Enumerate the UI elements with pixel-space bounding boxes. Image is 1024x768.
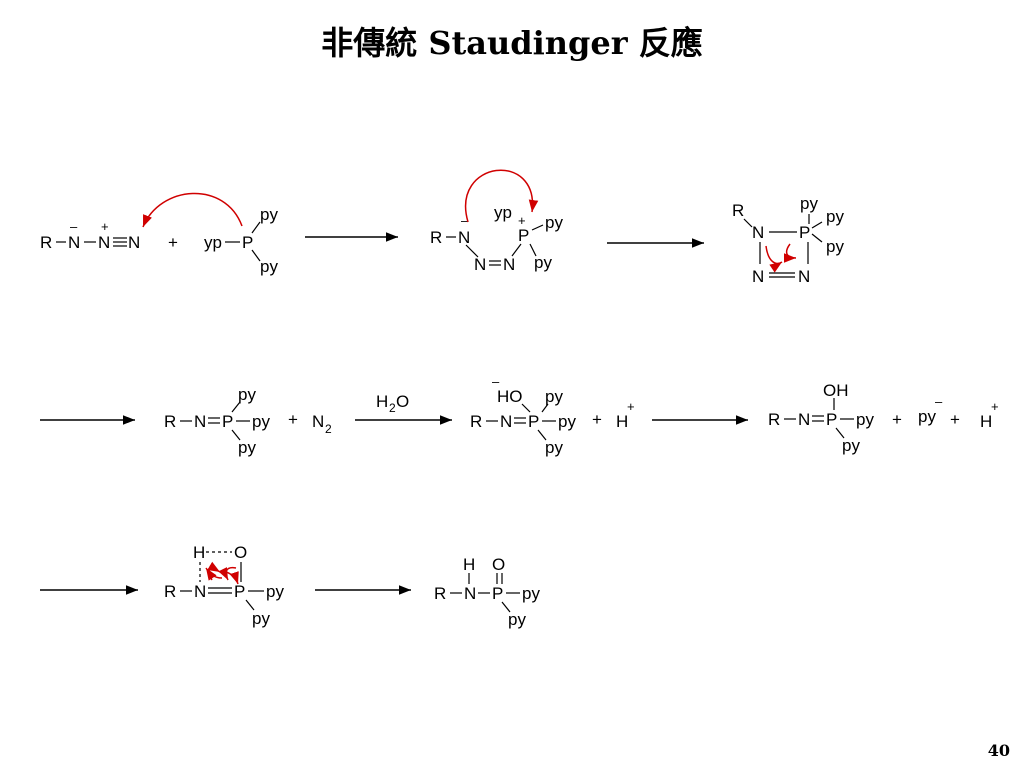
imine-py-bottom: py [238, 438, 256, 457]
cyclic-transition-state: H O R N P py py [164, 543, 284, 628]
page-number: 40 [987, 741, 1010, 760]
azide-n3-label: N [128, 233, 140, 252]
int1-minus-charge: – [461, 213, 469, 228]
hydroxy-py-bottom: py [545, 438, 563, 457]
prod-py-bottom: py [508, 610, 526, 629]
ts-o-label: O [234, 543, 247, 562]
phosphine-p-label: P [242, 233, 253, 252]
plus-sign-4: + [892, 410, 902, 429]
hip-py-right: py [856, 410, 874, 429]
hydroxy-py-right: py [558, 412, 576, 431]
int1-n2-label: N [474, 255, 486, 274]
plus-sign-1: + [168, 233, 178, 252]
int1-py-right: py [545, 213, 563, 232]
cyclic-intermediate: R N P py py py N N [732, 194, 844, 286]
curly-arrow-ring-left [765, 245, 783, 273]
hip-oh-label: OH [823, 381, 849, 400]
int1-plus-charge: + [518, 213, 526, 228]
pyridyl-minus-charge: – [935, 394, 943, 409]
slide-title: 非傳統 Staudinger 反應 [321, 24, 703, 62]
azide-minus-charge: – [70, 219, 78, 234]
ts-p-label: P [234, 582, 245, 601]
water-o-label: O [396, 392, 409, 411]
int1-py-bottom: py [534, 253, 552, 272]
hydroxy-p-label: P [528, 412, 539, 431]
hydroxy-iminophosphorane: OH R N P py py [768, 381, 874, 455]
curly-arrow-ring-right [783, 243, 797, 263]
iminophosphorane: R N P py py py [164, 385, 270, 457]
plus-sign-5: + [950, 410, 960, 429]
hydroxy-ho-label: HO [497, 387, 523, 406]
int2-n3-label: N [798, 267, 810, 286]
plus-sign-3: + [592, 410, 602, 429]
phosphine-yp-label: yp [204, 233, 222, 252]
hip-n-label: N [798, 410, 810, 429]
proton-h-label-1: H [616, 412, 628, 431]
imine-py-top: py [238, 385, 256, 404]
ts-py-bottom: py [252, 609, 270, 628]
curly-arrow-ts-4 [225, 571, 239, 585]
ts-r-label: R [164, 582, 176, 601]
hydroxy-minus-charge: – [492, 374, 500, 389]
n2-subscript: 2 [325, 422, 332, 436]
azide-plus-charge: + [101, 219, 109, 234]
imine-p-label: P [222, 412, 233, 431]
curly-arrow-cyclize [465, 169, 539, 223]
int2-r-label: R [732, 201, 744, 220]
azide-n2-label: N [98, 233, 110, 252]
proton-h-label-2: H [980, 412, 992, 431]
hydroxyphosphorane: – HO py R N P py py [470, 374, 576, 457]
prod-h-label: H [463, 555, 475, 574]
water-h-label: H [376, 392, 388, 411]
water-subscript: 2 [389, 401, 396, 415]
prod-py-right: py [522, 584, 540, 603]
int2-py-right: py [826, 207, 844, 226]
phosphine-py-bottom: py [260, 257, 278, 276]
ts-py-right: py [266, 582, 284, 601]
n2-label: N [312, 412, 324, 431]
hip-py-bottom: py [842, 436, 860, 455]
hip-p-label: P [826, 410, 837, 429]
int2-n2-label: N [752, 267, 764, 286]
int1-yp-label: yp [494, 203, 512, 222]
curly-arrow-ts-3 [218, 566, 237, 581]
int2-n1-label: N [752, 223, 764, 242]
ts-n-label: N [194, 582, 206, 601]
prod-n-label: N [464, 584, 476, 603]
phosphine-py-top: py [260, 205, 278, 224]
azide-r-label: R [40, 233, 52, 252]
int2-p-label: P [799, 223, 810, 242]
int1-n1-label: N [458, 228, 470, 247]
curly-arrow-attack [142, 192, 243, 228]
azide-molecule: R N N N – + [40, 219, 140, 252]
imine-n-label: N [194, 412, 206, 431]
hydroxy-n-label: N [500, 412, 512, 431]
int1-r-label: R [430, 228, 442, 247]
ts-h-label: H [193, 543, 205, 562]
prod-o-label: O [492, 555, 505, 574]
imine-py-right: py [252, 412, 270, 431]
proton-plus-charge-2: + [991, 399, 999, 414]
phosphinic-amide-product: H O R N P py py [434, 555, 540, 629]
int1-n3-label: N [503, 255, 515, 274]
hydroxy-py-top: py [545, 387, 563, 406]
hydroxy-r-label: R [470, 412, 482, 431]
azide-n1-label: N [68, 233, 80, 252]
proton-plus-charge-1: + [627, 399, 635, 414]
hip-r-label: R [768, 410, 780, 429]
int1-p-label: P [518, 226, 529, 245]
imine-r-label: R [164, 412, 176, 431]
int2-py-top: py [800, 194, 818, 213]
phosphine-molecule: yp P py py [204, 205, 278, 276]
pyridyl-anion-label: py [918, 407, 936, 426]
phosphazide-intermediate: R N – N N P + yp py py [430, 203, 563, 274]
plus-sign-2: + [288, 410, 298, 429]
int2-py-lower: py [826, 237, 844, 256]
prod-r-label: R [434, 584, 446, 603]
prod-p-label: P [492, 584, 503, 603]
